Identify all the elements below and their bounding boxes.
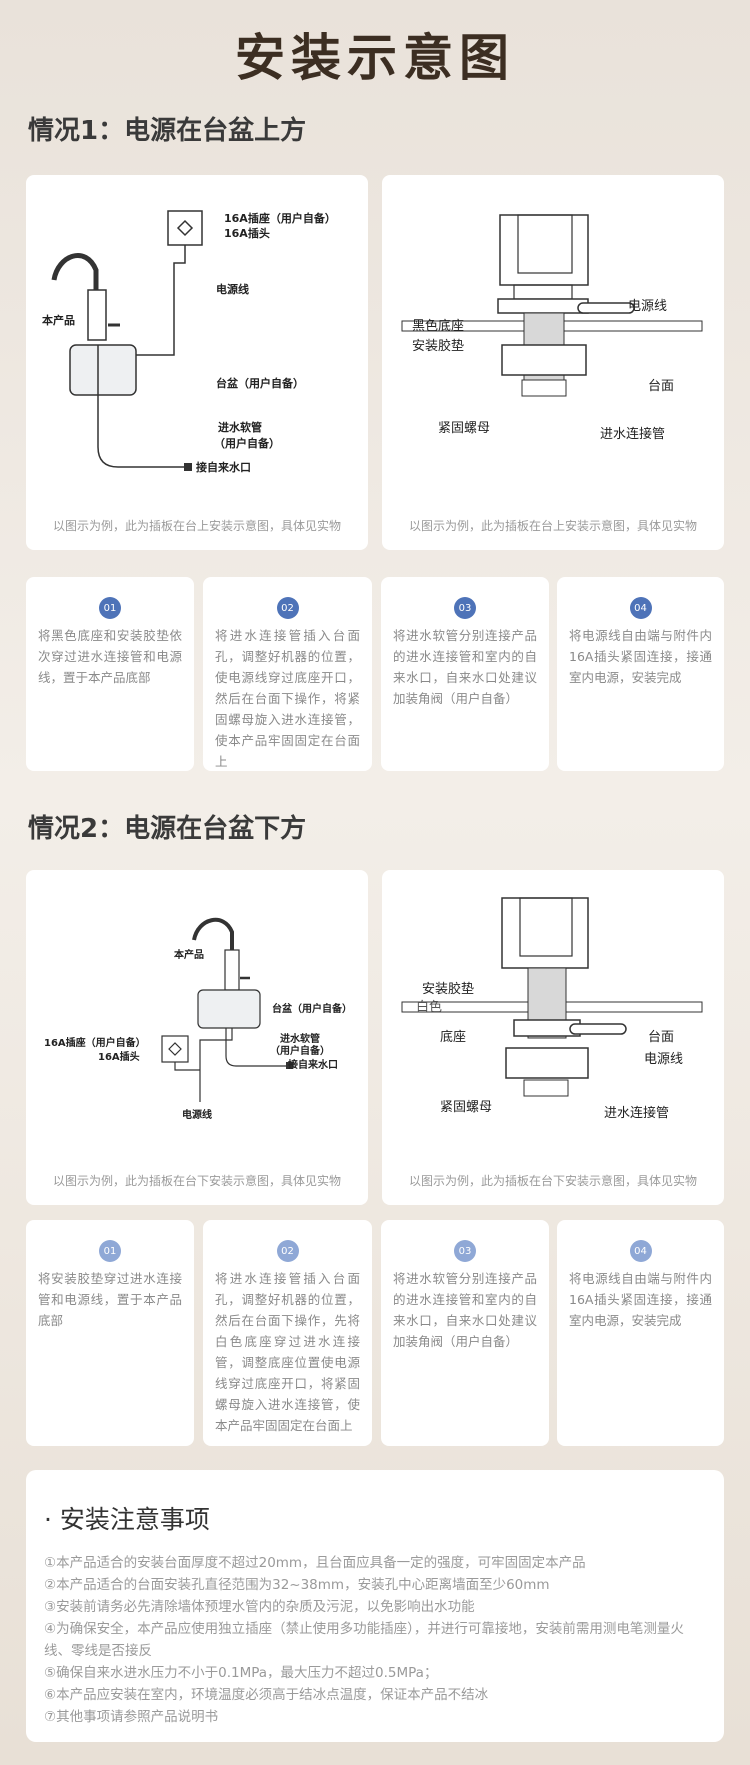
label-product: 本产品: [42, 314, 75, 327]
diagram-card-below-right: 安装胶垫 白色 底座 台面 电源线 紧固螺母 进水连接管 以图示为例，此为插板在…: [382, 870, 724, 1205]
label-cable: 电源线: [216, 283, 249, 296]
notes-title: · 安装注意事项: [44, 1505, 210, 1534]
step-number: 02: [276, 597, 299, 619]
step-text: 将进水连接管插入台面孔，调整好机器的位置，使电源线穿过底座开口，然后在台面下操作…: [215, 628, 360, 769]
step-text: 将进水软管分别连接产品的进水连接管和室内的自来水口，自来水口处建议加装角阀（用户…: [393, 628, 537, 706]
label-tap: 接自来水口: [196, 461, 251, 474]
step-text: 将电源线自由端与附件内16A插头紧固连接，接通室内电源，安装完成: [569, 628, 712, 685]
label-basin: 台盆（用户自备）: [272, 1004, 352, 1015]
note-item: ①本产品适合的安装台面厚度不超过20mm，且台面应具备一定的强度，可牢固固定本产…: [44, 1555, 586, 1571]
label-pipe: 进水连接管: [600, 427, 666, 442]
step-number: 04: [629, 1240, 652, 1262]
step-text: 将进水软管分别连接产品的进水连接管和室内的自来水口，自来水口处建议加装角阀（用户…: [393, 1271, 537, 1349]
note-item: ③安装前请务必先清除墙体预埋水管内的杂质及污泥，以免影响出水功能: [44, 1599, 475, 1615]
label-gasket: 安装胶垫: [412, 339, 465, 354]
label-cable: 电源线: [182, 1110, 212, 1121]
label-cable: 电源线: [644, 1052, 684, 1067]
caption: 以图示为例，此为插板在台下安装示意图，具体见实物: [52, 1174, 341, 1188]
label-hose: 进水软管: [280, 1034, 320, 1045]
label-cable: 电源线: [628, 299, 668, 314]
caption: 以图示为例，此为插板在台上安装示意图，具体见实物: [52, 519, 341, 533]
step-number: 02: [276, 1240, 299, 1262]
step-number: 04: [629, 597, 652, 619]
step-card: 02 将进水连接管插入台面孔，调整好机器的位置，然后在台面下操作，先将白色底座穿…: [203, 1220, 372, 1446]
label-base: 底座: [440, 1030, 467, 1045]
step-card: 04 将电源线自由端与附件内16A插头紧固连接，接通室内电源，安装完成: [557, 577, 724, 771]
note-item: ⑥本产品应安装在室内，环境温度必须高于结冰点温度，保证本产品不结冰: [44, 1687, 489, 1703]
faucet-diagram-above: [51, 210, 203, 471]
label-counter: 台面: [648, 1030, 675, 1045]
label-counter: 台面: [648, 379, 675, 394]
section1-title: 情况1：电源在台盆上方: [28, 116, 307, 146]
notes-list: ①本产品适合的安装台面厚度不超过20mm，且台面应具备一定的强度，可牢固固定本产…: [44, 1552, 706, 1728]
diagram-card-above-left: 16A插座（用户自备） 16A插头 电源线 本产品 台盆（用户自备） 进水软管 …: [26, 175, 368, 550]
caption: 以图示为例，此为插板在台上安装示意图，具体见实物: [408, 519, 697, 533]
label-hose-note: （用户自备）: [214, 437, 280, 450]
note-item: ②本产品适合的台面安装孔直径范围为32~38mm，安装孔中心距离墙面至少60mm: [44, 1577, 550, 1593]
label-base: 黑色底座: [412, 319, 465, 334]
step-number: 01: [99, 597, 121, 619]
step-text: 将黑色底座和安装胶垫依次穿过进水连接管和电源线，置于本产品底部: [38, 628, 182, 685]
label-gasket: 安装胶垫: [422, 982, 475, 997]
note-item: ⑦其他事项请参照产品说明书: [44, 1709, 219, 1725]
label-pipe: 进水连接管: [604, 1106, 670, 1121]
step-text: 将安装胶垫穿过进水连接管和电源线，置于本产品底部: [38, 1271, 182, 1328]
step-number: 03: [454, 1240, 476, 1262]
label-nut: 紧固螺母: [438, 421, 491, 436]
step-number: 03: [454, 597, 476, 619]
label-hose: 进水软管: [218, 421, 262, 434]
step-card: 01 将安装胶垫穿过进水连接管和电源线，置于本产品底部: [26, 1220, 194, 1446]
step-number: 01: [99, 1240, 121, 1262]
diagram-card-above-right: 电源线 黑色底座 安装胶垫 台面 紧固螺母 进水连接管 以图示为例，此为插板在台…: [382, 175, 724, 550]
label-plug: 16A插头: [98, 1052, 140, 1063]
label-nut: 紧固螺母: [440, 1100, 493, 1115]
section2-title: 情况2：电源在台盆下方: [28, 814, 307, 844]
step-card: 01 将黑色底座和安装胶垫依次穿过进水连接管和电源线，置于本产品底部: [26, 577, 194, 771]
label-socket: 16A插座（用户自备）: [44, 1038, 146, 1049]
step-text: 将进水连接管插入台面孔，调整好机器的位置，然后在台面下操作，先将白色底座穿过进水…: [215, 1271, 360, 1433]
step-text: 将电源线自由端与附件内16A插头紧固连接，接通室内电源，安装完成: [569, 1271, 712, 1328]
step-card: 02 将进水连接管插入台面孔，调整好机器的位置，使电源线穿过底座开口，然后在台面…: [203, 577, 372, 771]
page-title: 安装示意图: [235, 29, 515, 87]
label-tap: 接自来水口: [288, 1060, 338, 1071]
label-hose-note: （用户自备）: [270, 1046, 330, 1057]
note-item: ⑤确保自来水进水压力不小于0.1MPa，最大压力不超过0.5MPa；: [44, 1665, 438, 1681]
diagram-card-below-left: 本产品 台盆（用户自备） 16A插座（用户自备） 16A插头 进水软管 （用户自…: [26, 870, 368, 1205]
step-card: 03 将进水软管分别连接产品的进水连接管和室内的自来水口，自来水口处建议加装角阀…: [381, 1220, 549, 1446]
caption: 以图示为例，此为插板在台下安装示意图，具体见实物: [408, 1174, 697, 1188]
notes-card: · 安装注意事项 ①本产品适合的安装台面厚度不超过20mm，且台面应具备一定的强…: [26, 1470, 724, 1742]
mount-diagram-below: [401, 897, 703, 1097]
faucet-diagram-below: [161, 917, 293, 1102]
step-card: 04 将电源线自由端与附件内16A插头紧固连接，接通室内电源，安装完成: [557, 1220, 724, 1446]
label-basin: 台盆（用户自备）: [216, 377, 304, 390]
mount-diagram-above: [401, 214, 703, 397]
label-product: 本产品: [174, 950, 204, 961]
step-card: 03 将进水软管分别连接产品的进水连接管和室内的自来水口，自来水口处建议加装角阀…: [381, 577, 549, 771]
label-plug: 16A插头: [224, 227, 270, 240]
label-white: 白色: [416, 1000, 443, 1015]
note-item: ④为确保安全，本产品应使用独立插座（禁止使用多功能插座），并进行可靠接地，安装前…: [44, 1621, 684, 1659]
label-socket: 16A插座（用户自备）: [224, 212, 336, 225]
